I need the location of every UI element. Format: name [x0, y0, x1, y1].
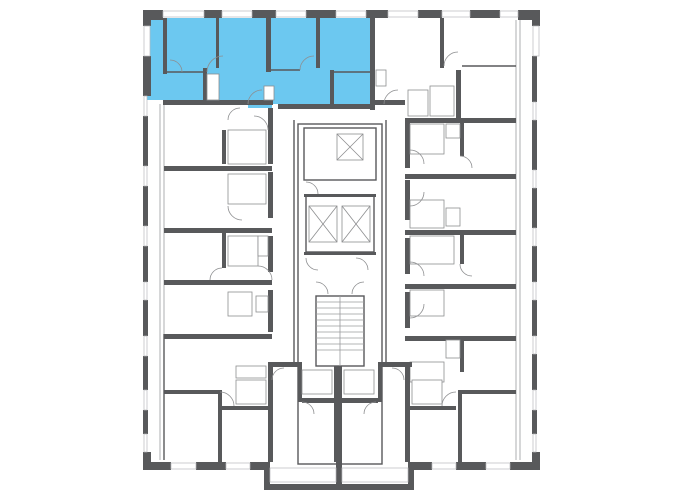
selected-apartment[interactable]	[147, 18, 370, 108]
apartments-right	[405, 120, 516, 383]
elevator-3-icon	[341, 205, 371, 243]
windows	[143, 10, 540, 483]
apartment-top-right	[375, 18, 516, 123]
apartments-left	[164, 107, 273, 339]
elevator-1-icon	[336, 133, 364, 161]
apartments-bottom	[163, 334, 516, 462]
elevator-2-icon	[308, 205, 338, 243]
selected-apartment-walls	[163, 18, 387, 110]
exterior-walls	[143, 10, 540, 490]
central-core	[293, 120, 387, 465]
stairwell-icon	[315, 295, 365, 367]
